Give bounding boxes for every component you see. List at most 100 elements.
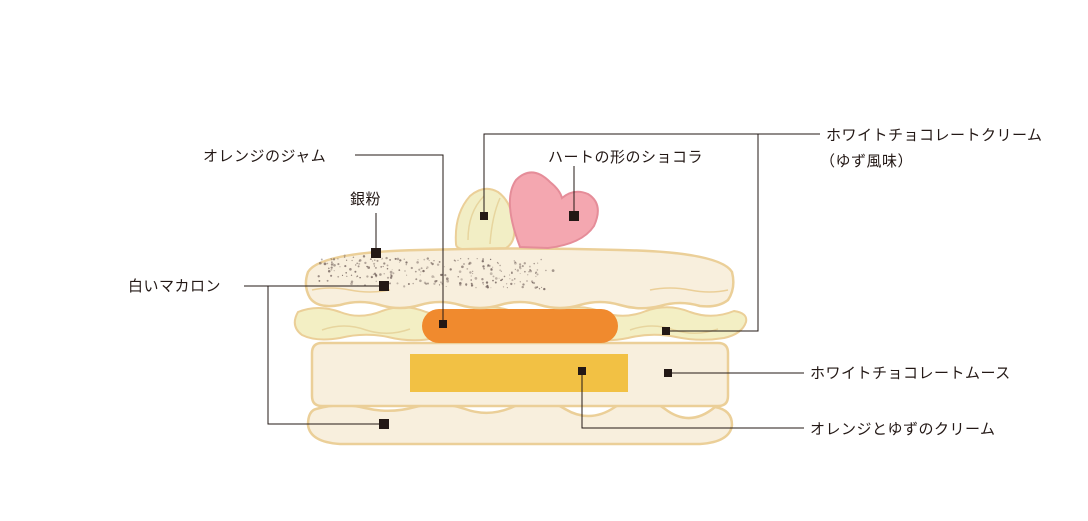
silver-speck — [522, 265, 524, 267]
silver-speck — [504, 276, 506, 278]
silver-speck — [390, 274, 392, 276]
silver-speck — [472, 273, 473, 274]
silver-speck — [337, 258, 338, 259]
label-orange-jam: オレンジのジャム — [203, 147, 326, 165]
silver-speck — [434, 277, 435, 278]
silver-speck — [333, 258, 335, 260]
silver-speck — [520, 273, 521, 274]
silver-speck — [483, 268, 485, 270]
silver-speck — [416, 261, 419, 264]
silver-speck — [485, 286, 487, 288]
silver-speck — [472, 271, 473, 272]
orange-yuzu-cream-insert — [410, 354, 628, 392]
silver-speck — [424, 282, 426, 284]
marker-silver-powder — [371, 248, 381, 258]
silver-speck — [374, 259, 375, 260]
silver-speck — [475, 287, 476, 288]
silver-speck — [342, 275, 343, 276]
silver-speck — [370, 258, 372, 260]
silver-speck — [545, 270, 546, 271]
silver-speck — [373, 263, 375, 265]
silver-speck — [339, 266, 340, 267]
silver-speck — [392, 272, 394, 274]
silver-speck — [419, 279, 422, 282]
silver-speck — [454, 260, 456, 262]
silver-speck — [477, 258, 478, 259]
silver-speck — [337, 263, 339, 265]
silver-speck — [383, 262, 385, 264]
silver-speck — [352, 260, 353, 261]
silver-speck — [427, 257, 429, 259]
silver-speck — [399, 259, 401, 261]
silver-speck — [510, 283, 512, 285]
silver-speck — [359, 277, 361, 279]
silver-speck — [471, 285, 473, 287]
silver-speck — [418, 269, 420, 271]
silver-speck — [331, 263, 333, 265]
silver-speck — [376, 281, 378, 283]
silver-speck — [415, 271, 417, 273]
silver-speck — [490, 272, 493, 275]
silver-speck — [541, 287, 542, 288]
silver-speck — [345, 272, 347, 274]
silver-speck — [487, 286, 489, 288]
silver-speck — [524, 271, 526, 273]
silver-speck — [327, 263, 329, 265]
silver-speck — [415, 278, 417, 280]
silver-speck — [459, 270, 462, 273]
silver-speck — [501, 271, 502, 272]
silver-speck — [471, 275, 472, 276]
silver-speck — [366, 275, 368, 277]
silver-speck — [429, 260, 430, 261]
silver-speck — [536, 286, 538, 288]
silver-speck — [371, 276, 373, 278]
silver-speck — [522, 283, 524, 285]
silver-speck — [372, 260, 373, 261]
silver-speck — [509, 274, 510, 275]
label-white-macaron: 白いマカロン — [128, 277, 221, 295]
silver-speck — [532, 282, 533, 283]
silver-speck — [490, 269, 492, 271]
silver-speck — [423, 259, 425, 261]
marker-white-macaron — [379, 419, 389, 429]
silver-speck — [356, 262, 358, 264]
silver-speck — [358, 263, 360, 265]
silver-speck — [506, 283, 507, 284]
silver-speck — [328, 270, 331, 273]
silver-speck — [405, 261, 407, 263]
silver-speck — [349, 268, 352, 271]
silver-speck — [387, 268, 389, 270]
silver-speck — [390, 271, 393, 274]
silver-speck — [463, 263, 465, 265]
silver-speck — [514, 278, 515, 279]
silver-speck — [457, 260, 458, 261]
silver-speck — [330, 275, 332, 277]
silver-speck — [426, 266, 428, 268]
silver-speck — [380, 266, 382, 268]
silver-speck — [355, 264, 356, 265]
silver-speck — [330, 258, 331, 259]
silver-speck — [470, 279, 472, 281]
silver-speck — [540, 259, 542, 261]
silver-speck — [459, 284, 461, 286]
label-white-choco-mousse: ホワイトチョコレートムース — [810, 364, 1011, 382]
marker-white-choco-cream — [480, 212, 488, 220]
orange-jam — [422, 309, 618, 343]
marker-heart-chocolate — [569, 211, 579, 221]
silver-speck — [319, 262, 322, 265]
silver-speck — [381, 259, 382, 260]
silver-speck — [501, 279, 503, 281]
silver-speck — [358, 265, 360, 267]
silver-speck — [354, 271, 356, 273]
silver-speck — [412, 283, 414, 285]
silver-speck — [507, 287, 508, 288]
label-orange-yuzu-cream: オレンジとゆずのクリーム — [810, 420, 996, 438]
silver-speck — [495, 277, 498, 280]
silver-speck — [417, 259, 418, 260]
silver-speck — [499, 278, 500, 279]
silver-speck — [466, 268, 468, 270]
top-macaron-shell — [306, 249, 733, 309]
silver-speck — [458, 276, 459, 277]
silver-speck — [334, 270, 335, 271]
